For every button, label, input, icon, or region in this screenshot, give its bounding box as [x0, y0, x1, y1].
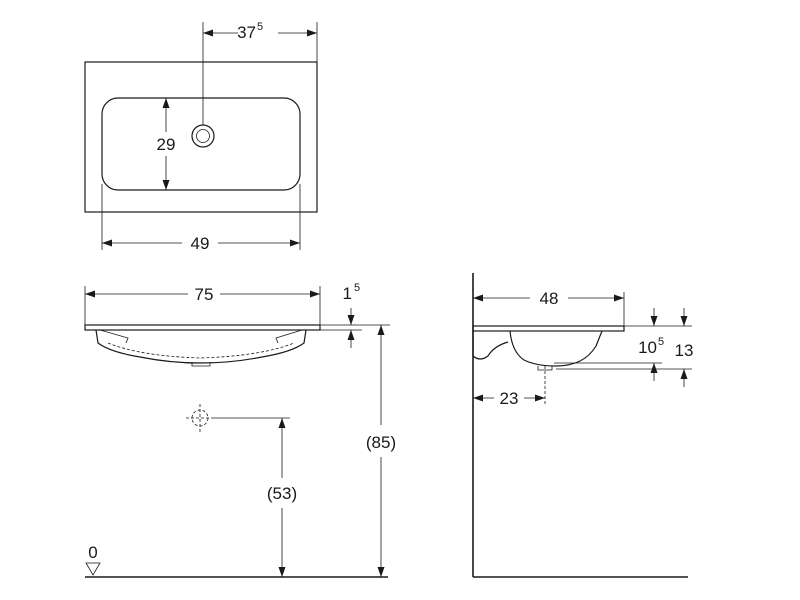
bowl-inner-dashed [107, 342, 295, 359]
dimension-75: 75 [84, 285, 321, 325]
floor-level-label: 0 [88, 543, 97, 562]
dimension-49: 49 [101, 184, 301, 253]
waste-connection-symbol [186, 404, 214, 432]
washbasin-bowl-front [95, 329, 307, 364]
dim-1-5-sup: 5 [354, 282, 360, 294]
dim-10-5-sup: 5 [658, 336, 664, 348]
dimension-48: 48 [473, 289, 625, 326]
washbasin-outline-top [84, 61, 318, 213]
drain-symbol [191, 124, 215, 148]
dim-37-5-sup: 5 [257, 21, 263, 33]
floor-level: 0 [85, 543, 388, 578]
dim-23-label: 23 [500, 389, 519, 408]
top-view: 37 5 29 49 [84, 21, 318, 253]
dim-29-label: 29 [157, 135, 176, 154]
dimension-85: (85) [366, 325, 396, 577]
dim-48-label: 48 [540, 289, 559, 308]
dimension-1-5: 1 5 [320, 282, 390, 348]
dim-1-5-main: 1 [343, 284, 352, 303]
dim-85-label: (85) [366, 433, 396, 452]
dimension-10-5: 10 5 [554, 308, 692, 381]
dim-37-5-main: 37 [237, 23, 256, 42]
dim-13-label: 13 [675, 341, 694, 360]
dimension-13: 13 [556, 308, 693, 387]
dimension-53: (53) [214, 417, 297, 577]
basin-bowl-outline-top [101, 97, 301, 191]
front-view: 75 1 5 (85) (53) [84, 282, 396, 578]
washbasin-bowl-side [509, 330, 603, 367]
dim-53-label: (53) [267, 484, 297, 503]
washbasin-rim-side [472, 325, 625, 332]
dimension-29: 29 [157, 98, 176, 190]
dim-10-5-main: 10 [638, 338, 657, 357]
dimension-37-5: 37 5 [202, 21, 318, 125]
dim-75-label: 75 [195, 285, 214, 304]
wall-bracket [472, 331, 509, 360]
dim-49-label: 49 [191, 234, 210, 253]
washbasin-rim-front [84, 324, 321, 331]
dimension-23: 23 [473, 389, 545, 408]
side-view: 48 23 10 5 13 [472, 273, 693, 578]
